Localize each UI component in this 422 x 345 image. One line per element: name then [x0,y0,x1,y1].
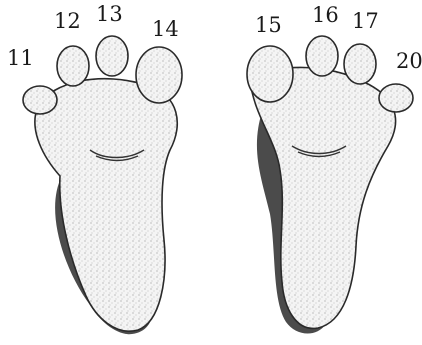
left-toe-12 [57,46,89,86]
left-toe-14 [136,47,182,103]
toe-label-14: 14 [152,17,179,41]
left-toe-13 [96,36,128,76]
right-toe-15 [247,46,293,102]
toe-label-17: 17 [352,9,379,33]
toe-label-15: 15 [255,13,282,37]
right-toe-17 [344,44,376,84]
right-toe-16 [306,36,338,76]
left-foot: 11 12 13 14 [7,2,182,334]
right-toe-20 [379,84,413,112]
toe-label-11: 11 [7,46,34,70]
left-toe-11 [23,86,57,114]
toe-label-16: 16 [312,3,339,27]
toe-label-12: 12 [54,9,81,33]
right-foot: 15 16 17 20 [247,3,422,334]
toe-label-13: 13 [96,2,123,26]
toe-label-20: 20 [396,49,422,73]
